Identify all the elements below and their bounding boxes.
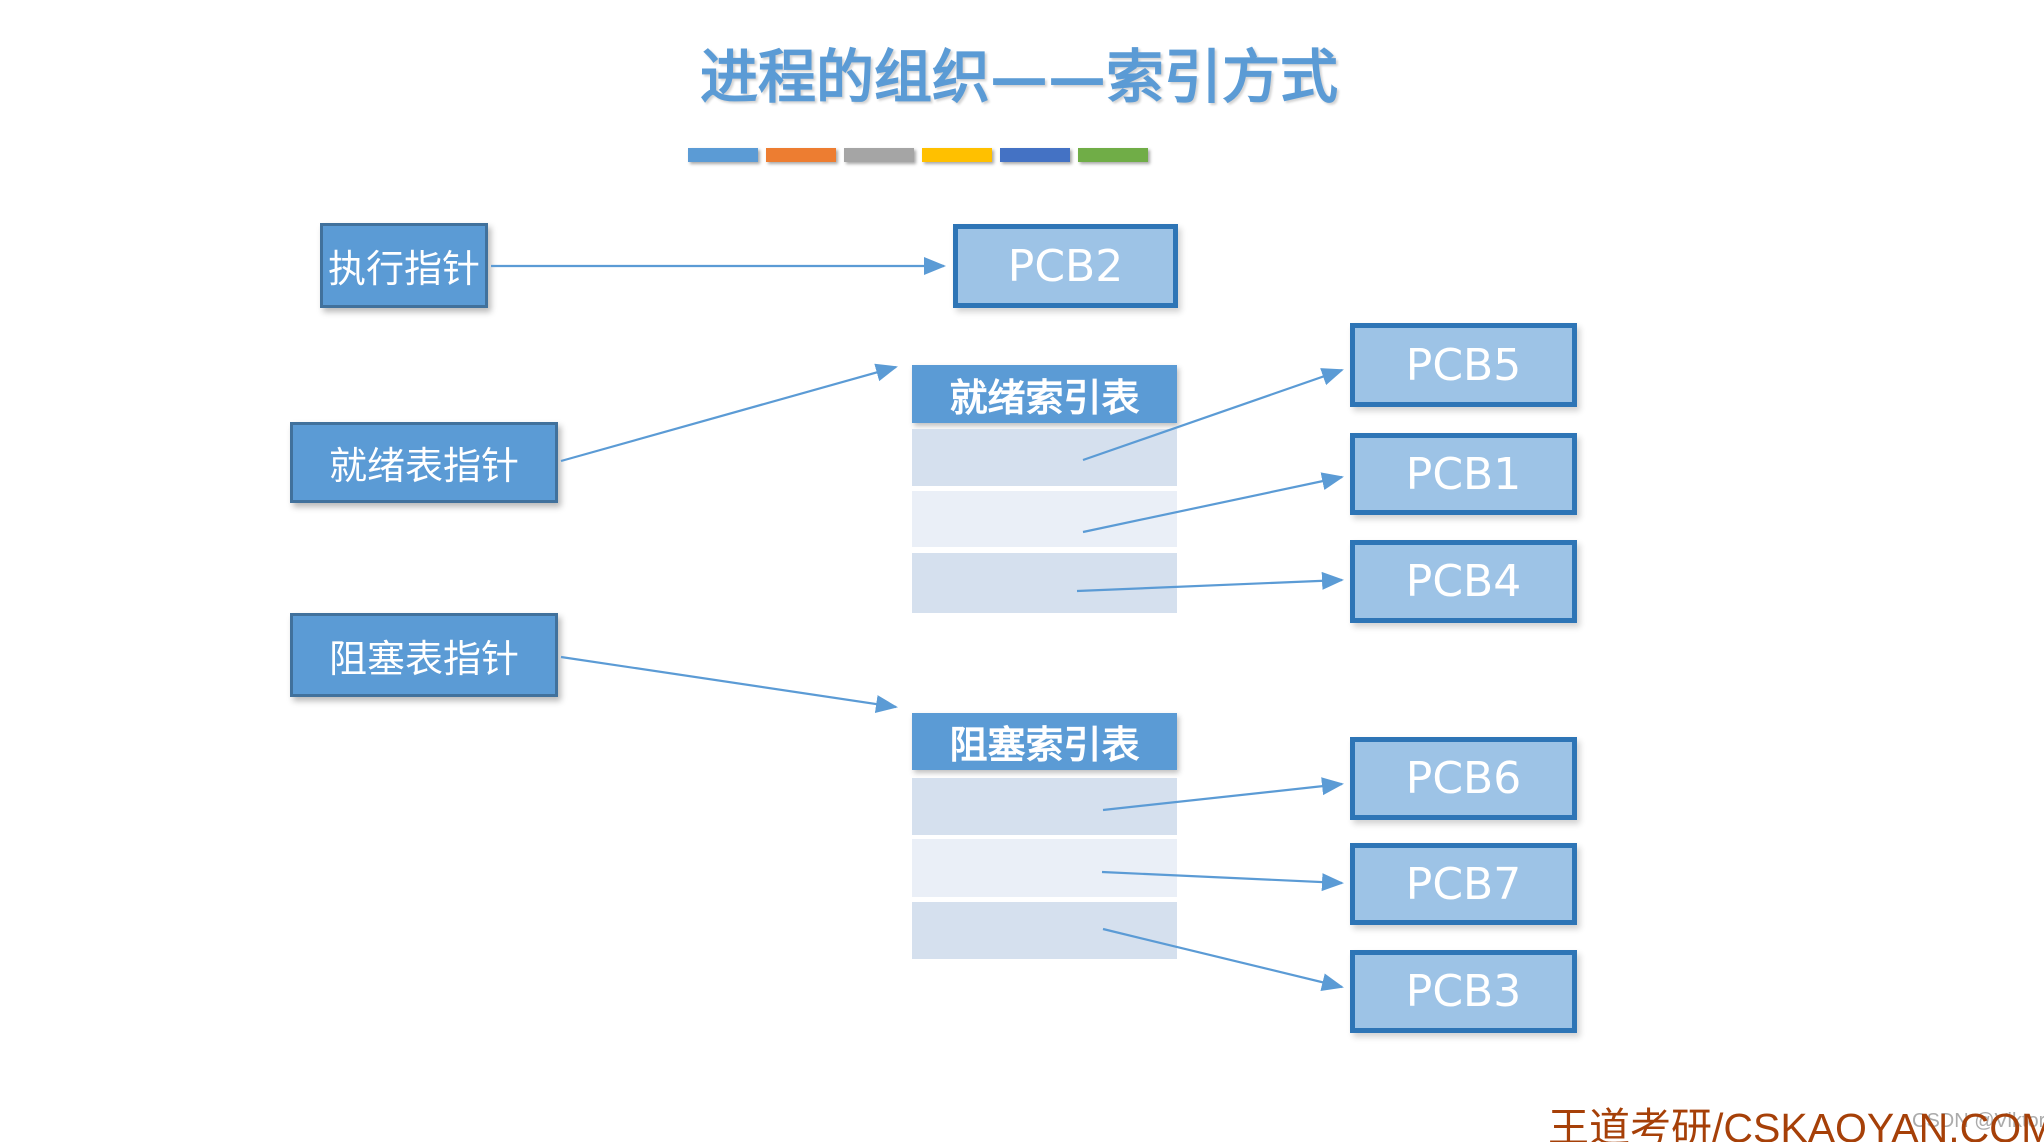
pcb5-label: PCB5: [1405, 339, 1522, 391]
exec-pointer-box: 执行指针: [320, 223, 488, 308]
pcb6-label: PCB6: [1405, 753, 1522, 804]
pcb2-box: PCB2: [953, 224, 1178, 308]
page-title: 进程的组织——索引方式: [700, 43, 1339, 111]
ready-pointer-label: 就绪表指针: [328, 444, 519, 488]
arrow-ready-pointer-to-ready-table-icon: [560, 363, 898, 463]
blocked-pointer-label: 阻塞表指针: [328, 636, 519, 681]
pcb4-box: PCB4: [1350, 540, 1577, 623]
ready-index-row-1: [912, 429, 1177, 486]
ready-index-table-header: 就绪索引表: [912, 365, 1177, 423]
arrow-blocked-pointer-to-blocked-table-icon: [560, 655, 898, 713]
accent-bar-gold: [922, 148, 992, 162]
exec-pointer-label: 执行指针: [327, 247, 480, 291]
accent-bar-green: [1078, 148, 1148, 162]
pcb6-box: PCB6: [1350, 737, 1577, 820]
blocked-index-table-header: 阻塞索引表: [912, 713, 1177, 770]
blocked-index-row-2: [912, 839, 1177, 897]
ready-pointer-box: 就绪表指针: [290, 422, 558, 503]
blocked-index-table-title: 阻塞索引表: [949, 722, 1140, 767]
accent-bar-orange: [766, 148, 836, 162]
accent-bar-dark-blue: [1000, 148, 1070, 162]
blocked-index-row-3: [912, 902, 1177, 959]
blocked-pointer-box: 阻塞表指针: [290, 613, 558, 697]
brand-watermark: 王道考研/CSKAOYAN.COM: [1548, 1105, 2044, 1142]
pcb7-label: PCB7: [1405, 858, 1522, 910]
pcb3-box: PCB3: [1350, 950, 1577, 1033]
accent-bars: [688, 148, 1148, 162]
pcb2-label: PCB2: [1007, 240, 1124, 292]
csdn-watermark: CSDN @Viktoriae: [1912, 1110, 2044, 1132]
ready-index-row-3: [912, 553, 1177, 613]
pcb1-box: PCB1: [1350, 433, 1577, 515]
ready-index-table-title: 就绪索引表: [949, 374, 1140, 420]
pcb4-label: PCB4: [1405, 556, 1522, 607]
ready-index-row-2: [912, 491, 1177, 547]
blocked-index-row-1: [912, 778, 1177, 835]
pcb7-box: PCB7: [1350, 843, 1577, 925]
pcb1-label: PCB1: [1405, 448, 1522, 500]
pcb3-label: PCB3: [1405, 966, 1522, 1017]
pcb5-box: PCB5: [1350, 323, 1577, 407]
accent-bar-gray: [844, 148, 914, 162]
accent-bar-blue: [688, 148, 758, 162]
